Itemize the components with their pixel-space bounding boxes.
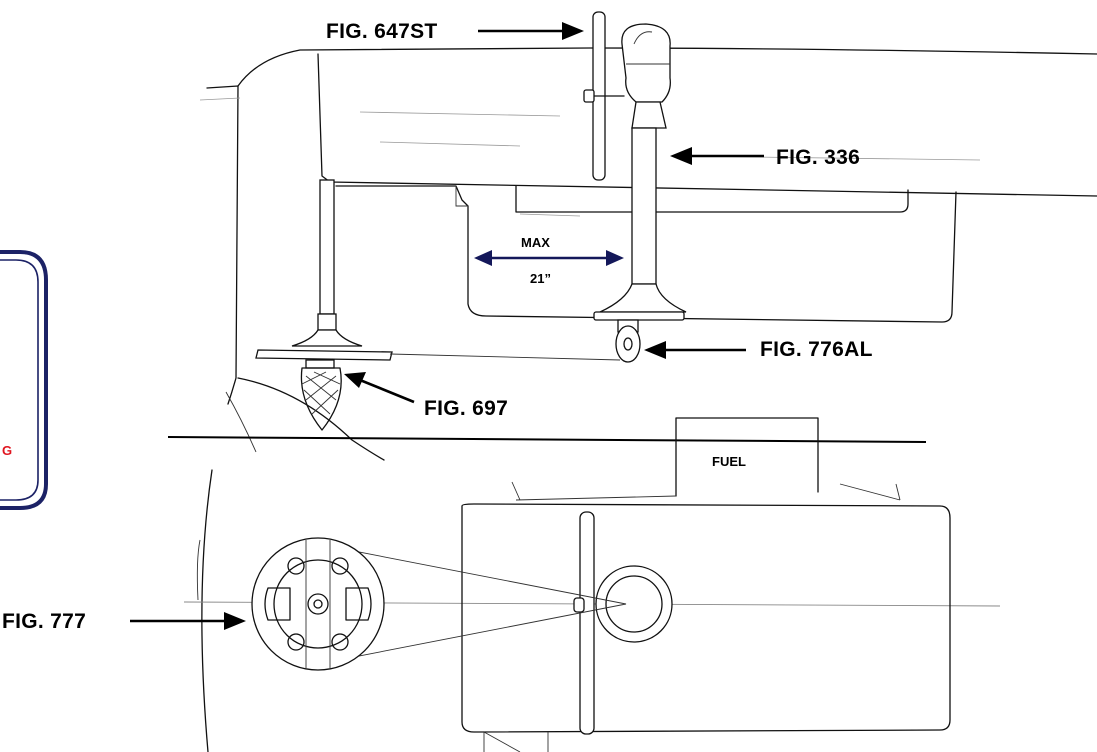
side-callout-panel: G [0,250,48,510]
wheel-hub [623,337,633,351]
stern-platform [255,349,393,361]
max-label: MAX [521,235,550,250]
part-777-wheel-plate [251,537,385,671]
fuel-compartment [675,417,819,497]
part-776al-wheel [615,319,641,363]
plan-bar-bolt [573,597,585,613]
plan-console-outline [461,503,951,733]
stern-post-flange [291,329,363,347]
plan-post-ring-inner [605,575,663,633]
wheel-plate-inner-ring [273,559,363,649]
plan-lower-lines [483,731,549,752]
arrowhead-fig-647st [562,22,584,40]
stern-post-collar [317,313,337,331]
label-fig-336: FIG. 336 [776,146,860,169]
label-fig-697: FIG. 697 [424,397,508,420]
part-336-post [593,23,687,321]
cockpit-inner-line [455,186,468,207]
console-box [515,185,909,213]
arrowhead-fig-777 [224,612,246,630]
post-base-plate [593,311,685,321]
plan-cable-lines [317,543,627,665]
label-fig-777: FIG. 777 [2,610,86,633]
side-panel-inner-border [0,259,39,501]
post-cap-highlight [633,31,653,45]
fuel-label: FUEL [712,454,746,469]
part-647st-bar [583,11,625,181]
transom-edge [206,85,239,405]
wheel-plate-hole-1 [287,557,305,575]
arrow-fig-697 [359,378,415,404]
arrowhead-fig-697 [344,372,366,388]
bar-bolt-head [583,89,595,103]
plan-hull-outline [201,469,213,752]
wheel [615,325,641,363]
platform-line [389,353,621,361]
deck-edge-line [317,53,1097,197]
plan-view: FUEL [183,417,1001,752]
dimension-arrowhead-right [606,250,624,266]
cockpit-outline [335,185,957,323]
mount-bracket [305,359,335,369]
view-divider-line [167,436,927,443]
post-tube [631,127,657,285]
hull-stern-inner [225,391,257,453]
wheel-plate-hole-3 [287,633,305,651]
stern-post-tube [319,179,335,315]
post-cap [621,23,671,103]
side-panel-text-fragment: G [2,443,12,458]
wheel-plate-cutout-right [345,587,372,621]
hull-sheer-line [237,47,1097,87]
label-fig-647st: FIG. 647ST [326,20,438,43]
part-697-stern-mount [255,179,621,431]
mount-mesh-hatch [301,371,341,415]
wheel-plate-hub [307,593,329,615]
wheel-plate-hub-center [313,599,323,609]
plan-hull-inner [196,539,201,601]
post-base-flange [599,283,687,313]
side-panel-outer-border [0,250,48,510]
callouts: FIG. 647ST FIG. 336 FIG. 776AL FIG. 697 … [2,20,873,633]
wheel-plate-hole-4 [331,633,349,651]
side-elevation-view: MAX 21” [199,11,1097,461]
plan-post-ring-outer [595,565,673,643]
faint-sketch-lines [199,97,981,217]
arrowhead-fig-336 [670,147,692,165]
post-collar [631,101,667,129]
max-value-label: 21” [530,271,551,286]
max-dimension: MAX 21” [474,235,624,286]
plan-vertical-bar [579,511,595,735]
wheel-plate-cutout-left [264,587,291,621]
arrowhead-fig-776al [644,341,666,359]
dimension-arrowhead-left [474,250,492,266]
plan-deck-lines [511,481,901,501]
label-fig-776al: FIG. 776AL [760,338,873,361]
hull-stern-curve [237,377,385,461]
mount-mesh-body [300,367,342,431]
wheel-plate-hole-2 [331,557,349,575]
